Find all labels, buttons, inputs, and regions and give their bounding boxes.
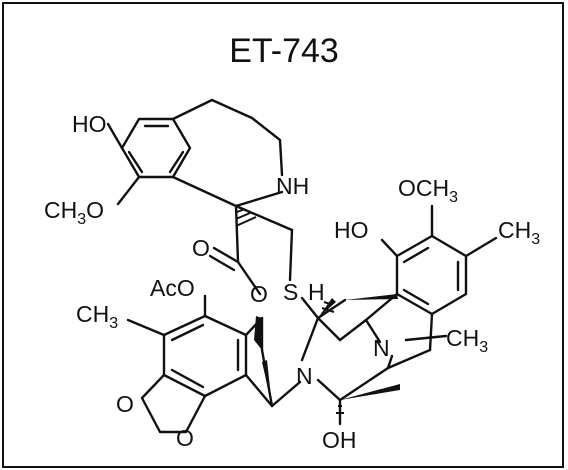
label-och3: OCH3 xyxy=(398,175,458,206)
label-n-center: N xyxy=(296,363,313,389)
label-o-carbonyl: O xyxy=(192,235,210,261)
wedge-bond xyxy=(340,384,400,400)
label-ch3o: CH3O xyxy=(44,197,104,228)
wedge-bond xyxy=(262,360,272,406)
label-o-dioxole-2: O xyxy=(176,425,194,451)
label-n-ch3: CH3 xyxy=(446,325,488,356)
double-bond xyxy=(168,150,185,174)
bond-bridge xyxy=(244,373,274,408)
diagram-title: ET-743 xyxy=(229,32,339,70)
bond-nh xyxy=(234,190,284,208)
label-n-right: N xyxy=(373,335,390,361)
ring-dioxolane xyxy=(140,373,207,434)
bond-c-n xyxy=(364,318,382,344)
double-bond xyxy=(402,246,430,264)
bond-ho xyxy=(380,238,399,258)
label-ho-right: HO xyxy=(334,217,369,243)
ring-tetrahydro xyxy=(171,98,284,177)
bond-och3 xyxy=(116,175,141,206)
bond-c-o xyxy=(212,246,240,264)
label-o-ester: O xyxy=(250,281,268,307)
bond-ch3 xyxy=(126,318,166,337)
label-ho: HO xyxy=(72,111,107,137)
bond-c-c xyxy=(338,366,390,402)
wedge-bond xyxy=(254,316,262,350)
bond-spiro-carbonyl xyxy=(234,204,240,264)
ring-right xyxy=(395,234,468,316)
wedge-bond xyxy=(345,294,398,300)
wedge-bond xyxy=(318,298,336,318)
label-o-dioxole-1: O xyxy=(116,391,134,417)
bond-s-c xyxy=(300,296,320,320)
ring-top-left xyxy=(120,117,192,179)
label-s: S xyxy=(283,279,298,305)
bond-c-c xyxy=(316,316,342,342)
bond-n-c xyxy=(316,378,342,402)
hashed-bond xyxy=(235,208,344,414)
bond-ch2-s xyxy=(288,228,294,282)
label-ch3-right: CH3 xyxy=(498,217,540,248)
double-bond xyxy=(170,368,205,389)
bond-ch3 xyxy=(464,236,498,258)
bond-n-ch3 xyxy=(404,334,448,342)
double-bond xyxy=(402,288,430,306)
label-ch3-left: CH3 xyxy=(76,301,118,332)
label-nh: NH xyxy=(276,173,309,199)
bond-c-c xyxy=(386,348,432,370)
bond-ring-junction xyxy=(171,175,238,208)
ring-lower-left xyxy=(162,314,248,398)
bond-c-o-double xyxy=(208,254,236,272)
bond-ring-c xyxy=(428,312,434,352)
double-bond xyxy=(170,323,205,342)
double-bond xyxy=(127,150,144,174)
bond-c-oester xyxy=(236,260,262,296)
atom-labels: HO CH3O NH O S H AcO O CH3 HO OCH3 CH3 N… xyxy=(44,111,540,453)
label-oh: OH xyxy=(322,427,357,453)
bond-c-n xyxy=(386,354,394,370)
label-h: H xyxy=(308,279,325,305)
bond-c-ring xyxy=(316,298,347,320)
label-aco: AcO xyxy=(150,275,195,301)
bond-c-c xyxy=(338,318,368,342)
bond-spiro-ch2 xyxy=(234,204,294,232)
bond-c-n xyxy=(270,380,302,408)
bond-ho xyxy=(106,122,124,150)
bond-c-n xyxy=(300,316,320,362)
